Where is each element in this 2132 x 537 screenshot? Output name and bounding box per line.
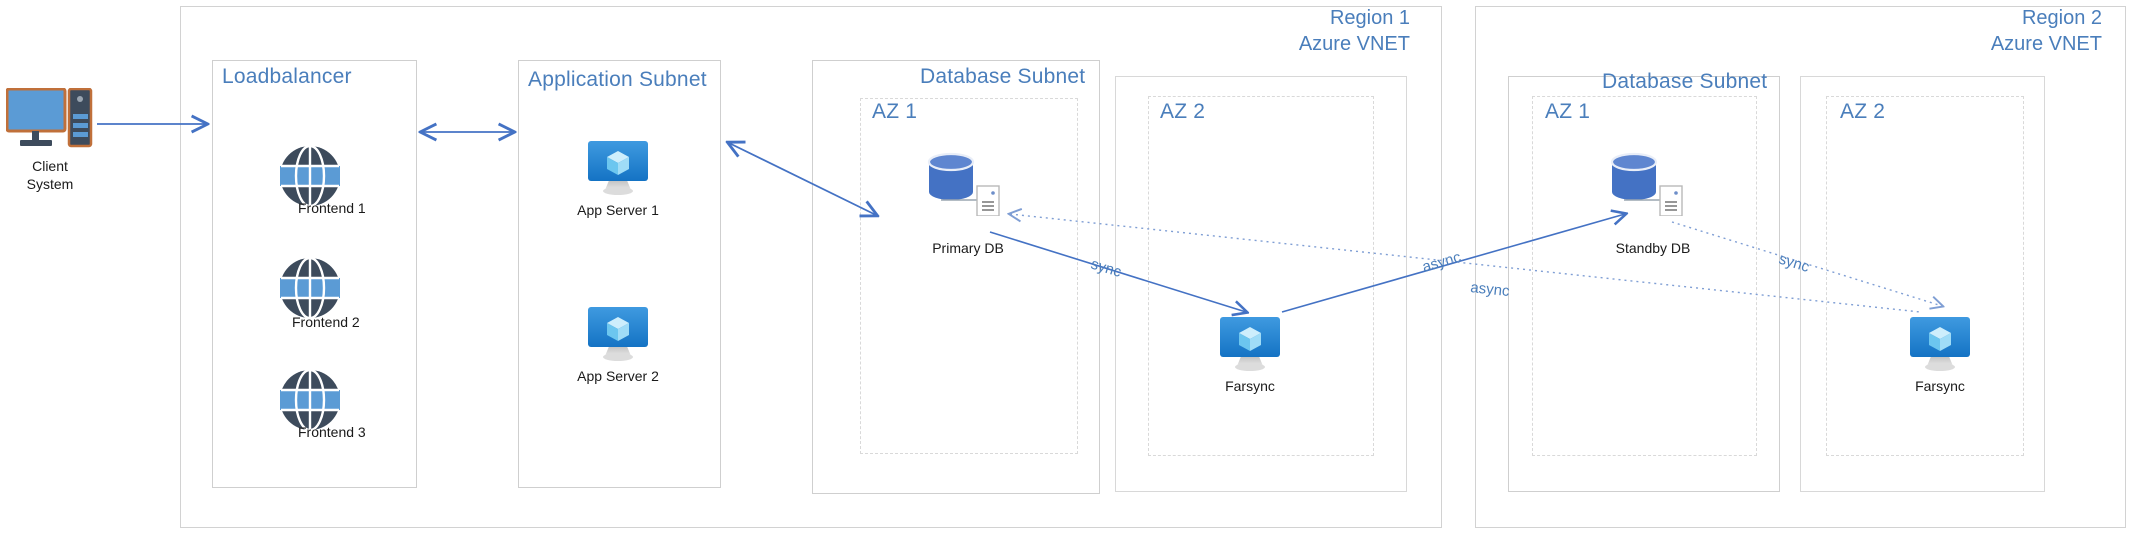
- region1-header: Region 1 Azure VNET: [1298, 7, 1410, 55]
- database-icon: [925, 152, 1001, 216]
- app-server-icon: [1908, 316, 1972, 374]
- standby-db-label: Standby DB: [1615, 240, 1691, 256]
- frontend-3-label: Frontend 3: [298, 424, 366, 440]
- desktop-computer-icon: [6, 88, 94, 150]
- region1-az1-title: AZ 1: [872, 100, 918, 123]
- client-system-label: Client System: [26, 158, 74, 192]
- frontend-1-label: Frontend 1: [298, 200, 366, 216]
- app-server-1-label: App Server 1: [577, 202, 659, 218]
- app-server-icon: [586, 306, 650, 364]
- region2-az1-title: AZ 1: [1545, 100, 1591, 123]
- region2-database-subnet-title: Database Subnet: [1602, 70, 1768, 93]
- application-subnet-container: [518, 60, 721, 488]
- app-server-icon: [1218, 316, 1282, 374]
- loadbalancer-title: Loadbalancer: [222, 65, 352, 88]
- region1-az2-inner: [1148, 96, 1374, 456]
- region1-az2-title: AZ 2: [1160, 100, 1206, 123]
- region1-database-subnet-title: Database Subnet: [920, 65, 1086, 88]
- app-server-2-label: App Server 2: [577, 368, 659, 384]
- region2-az1-container: [1532, 96, 1757, 456]
- farsync-r2-label: Farsync: [1915, 378, 1965, 394]
- loadbalancer-container: [212, 60, 417, 488]
- app-server-icon: [586, 140, 650, 198]
- database-icon: [1608, 152, 1684, 216]
- globe-icon: [278, 368, 342, 432]
- frontend-2-label: Frontend 2: [292, 314, 360, 330]
- farsync-r1-label: Farsync: [1225, 378, 1275, 394]
- region2-az2-inner: [1826, 96, 2024, 456]
- primary-db-label: Primary DB: [932, 240, 1004, 256]
- application-subnet-title: Application Subnet: [528, 68, 707, 91]
- globe-icon: [278, 256, 342, 320]
- region2-az2-title: AZ 2: [1840, 100, 1886, 123]
- globe-icon: [278, 144, 342, 208]
- region2-header: Region 2 Azure VNET: [1990, 7, 2102, 55]
